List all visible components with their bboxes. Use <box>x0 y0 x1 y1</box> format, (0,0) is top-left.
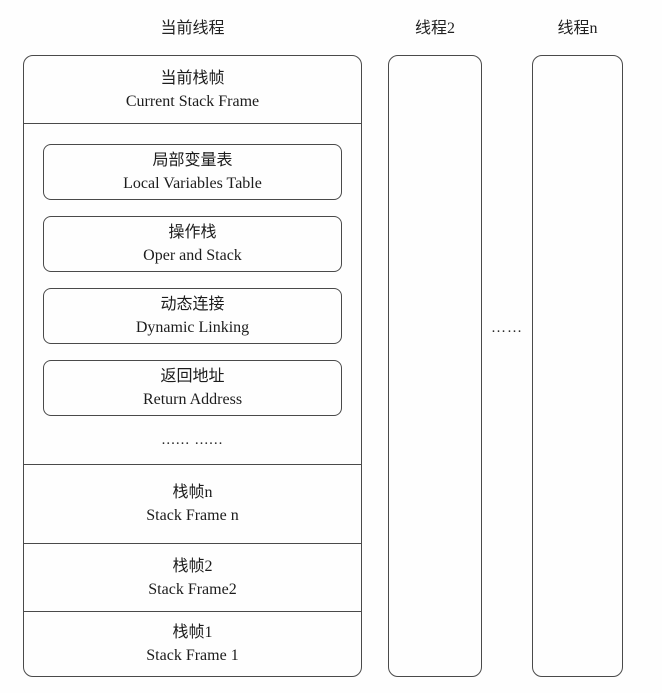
header-thread-n: 线程n <box>557 20 598 37</box>
frame-detail-section: 局部变量表 Local Variables Table 操作栈 Oper and… <box>24 124 361 464</box>
dynamic-linking-label-en: Dynamic Linking <box>135 319 250 336</box>
threads-ellipsis: …… <box>491 320 523 336</box>
return-address-label-en: Return Address <box>142 391 243 408</box>
stack-frame-1-label-zh: 栈帧1 <box>172 624 213 641</box>
dynamic-linking-box: 动态连接 Dynamic Linking <box>43 288 342 344</box>
local-variables-table-label-en: Local Variables Table <box>123 175 262 192</box>
stack-frame-n-section: 栈帧n Stack Frame n <box>24 464 361 543</box>
operand-stack-box: 操作栈 Oper and Stack <box>43 216 342 272</box>
current-stack-frame-label-en: Current Stack Frame <box>125 92 260 110</box>
local-variables-table-box: 局部变量表 Local Variables Table <box>43 144 342 200</box>
return-address-box: 返回地址 Return Address <box>43 360 342 416</box>
dynamic-linking-label-zh: 动态连接 <box>160 296 225 313</box>
local-variables-table-label-zh: 局部变量表 <box>152 152 233 169</box>
stack-frame-n-label-en: Stack Frame n <box>146 507 239 524</box>
operand-stack-label-en: Oper and Stack <box>143 247 242 264</box>
header-current-thread: 当前线程 <box>160 20 225 37</box>
frame-parts-ellipsis: ...... ...... <box>161 432 224 448</box>
current-stack-frame-label-zh: 当前栈帧 <box>160 69 225 87</box>
current-stack-frame-section: 当前栈帧 Current Stack Frame <box>24 56 361 124</box>
header-thread-2: 线程2 <box>414 20 455 37</box>
return-address-label-zh: 返回地址 <box>160 368 225 385</box>
thread-n-stack-box <box>532 55 623 677</box>
thread-2-stack-box <box>388 55 482 677</box>
stack-frame-2-label-zh: 栈帧2 <box>172 557 213 575</box>
stack-frame-1-section: 栈帧1 Stack Frame 1 <box>24 611 361 676</box>
stack-frame-n-label-zh: 栈帧n <box>172 484 213 501</box>
operand-stack-label-zh: 操作栈 <box>168 224 217 241</box>
stack-frame-2-label-en: Stack Frame2 <box>148 580 237 598</box>
stack-frame-1-label-en: Stack Frame 1 <box>146 647 239 664</box>
current-thread-stack-box: 当前栈帧 Current Stack Frame 局部变量表 Local Var… <box>23 55 362 677</box>
stack-frame-2-section: 栈帧2 Stack Frame2 <box>24 543 361 611</box>
